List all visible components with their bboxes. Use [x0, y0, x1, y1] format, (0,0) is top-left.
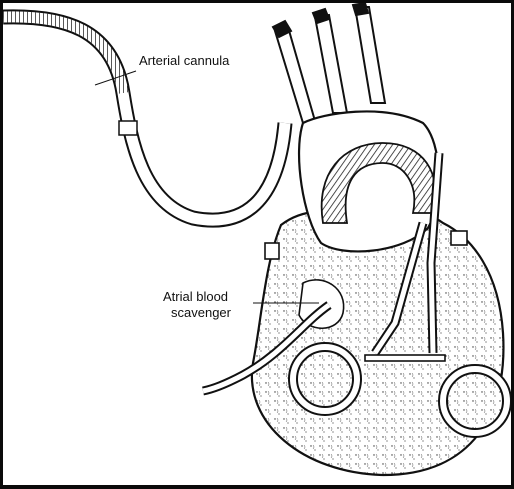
- great-vessels: [273, 3, 385, 123]
- atrial-scavenger-label-line1: Atrial blood: [163, 289, 228, 304]
- arterial-cannula: [3, 17, 285, 220]
- atrial-scavenger-label-line2: scavenger: [171, 305, 232, 320]
- arterial-cannula-label: Arterial cannula: [139, 53, 230, 68]
- illustration-frame: Arterial cannula Atrial blood scavenger: [3, 3, 511, 485]
- heart-cannulation-illustration: Arterial cannula Atrial blood scavenger: [3, 3, 511, 485]
- cannula-connector: [119, 121, 137, 135]
